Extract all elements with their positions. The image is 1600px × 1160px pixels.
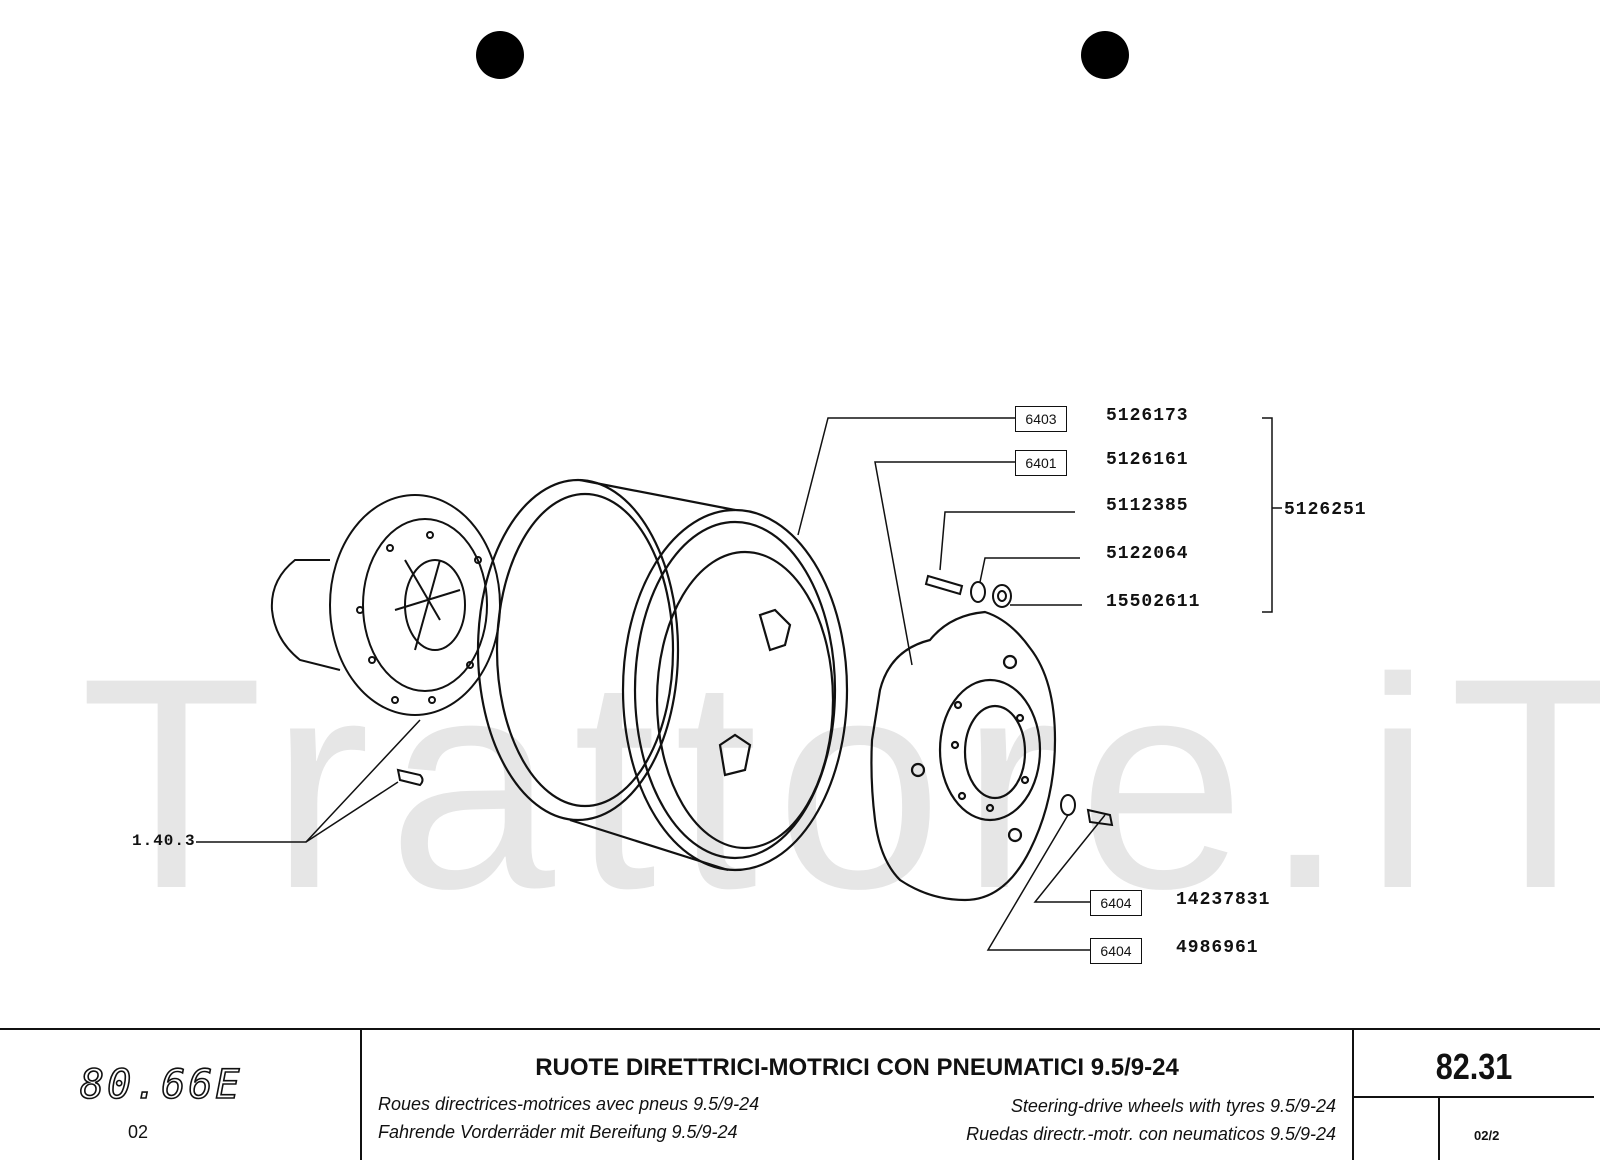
part-number-4: 5122064 bbox=[1106, 544, 1189, 564]
fasteners-drawing bbox=[924, 574, 1114, 827]
part-number-7: 4986961 bbox=[1176, 938, 1259, 958]
ref-box-6404-b: 6404 bbox=[1090, 938, 1142, 964]
title-german: Fahrende Vorderräder mit Bereifung 9.5/9… bbox=[378, 1122, 738, 1142]
title-cell: RUOTE DIRETTRICI-MOTRICI CON PNEUMATICI … bbox=[362, 1030, 1354, 1160]
leader-lines bbox=[196, 417, 1282, 951]
sheet-number: 02/2 bbox=[1474, 1128, 1500, 1143]
model-sub: 02 bbox=[128, 1122, 149, 1142]
group-part-number: 5126251 bbox=[1284, 500, 1367, 520]
disc-drawing bbox=[870, 610, 1057, 902]
part-number-3: 5112385 bbox=[1106, 496, 1189, 516]
ref-box-6401: 6401 bbox=[1015, 450, 1067, 476]
model-number: 80.66E bbox=[79, 1061, 243, 1109]
ref-box-6404-a: 6404 bbox=[1090, 890, 1142, 916]
binder-hole-left bbox=[476, 31, 524, 79]
title-block: 80.66E 02 RUOTE DIRETTRICI-MOTRICI CON P… bbox=[0, 1028, 1600, 1160]
ref-box-6403: 6403 bbox=[1015, 406, 1067, 432]
rim-drawing bbox=[476, 478, 849, 872]
watermark: Trattore.iT bbox=[80, 615, 1600, 951]
binder-hole-right bbox=[1081, 31, 1129, 79]
title-italian: RUOTE DIRETTRICI-MOTRICI CON PNEUMATICI … bbox=[535, 1054, 1179, 1081]
title-english: Steering-drive wheels with tyres 9.5/9-2… bbox=[1010, 1096, 1336, 1116]
code-cell: 82.31 02/2 bbox=[1354, 1030, 1600, 1160]
hub-drawing bbox=[270, 494, 501, 787]
exploded-wheel-drawing bbox=[196, 31, 1282, 951]
part-number-1: 5126173 bbox=[1106, 406, 1189, 426]
part-number-6: 14237831 bbox=[1176, 890, 1271, 910]
model-cell: 80.66E 02 bbox=[0, 1030, 362, 1160]
title-spanish: Ruedas directr.-motr. con neumaticos 9.5… bbox=[966, 1124, 1336, 1144]
part-number-2: 5126161 bbox=[1106, 450, 1189, 470]
title-french: Roues directrices-motrices avec pneus 9.… bbox=[378, 1094, 760, 1114]
part-number-5: 15502611 bbox=[1106, 592, 1201, 612]
section-code: 82.31 bbox=[1435, 1046, 1513, 1087]
hub-reference: 1.40.3 bbox=[132, 832, 196, 850]
